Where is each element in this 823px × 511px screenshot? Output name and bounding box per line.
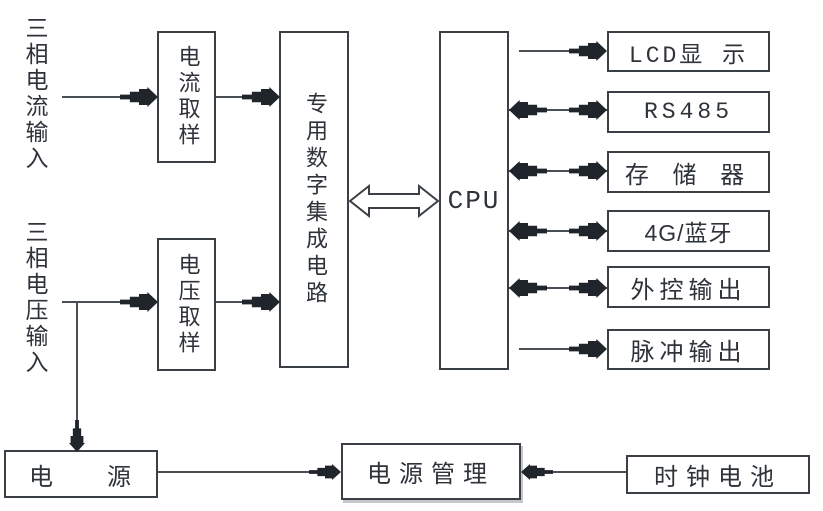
arrowhead-right-icon [242,87,280,107]
arrowhead-left-icon [509,161,547,181]
arrowhead-left-icon [509,221,547,241]
label-three-phase-current-input: 三相电流输入 [21,16,47,172]
block-rs485-label: RS485 [643,99,733,125]
block-current-sampling: 电流取样 [157,31,216,163]
block-rtc-battery: 时钟电池 [626,455,810,494]
block-current-sampling-label: 电流取样 [174,45,200,149]
arrowhead-right-icon [120,87,158,107]
block-memory: 存 储 器 [607,151,770,193]
connector-line [519,348,593,350]
arrowhead-left-icon [521,464,553,480]
arrowhead-right-icon [569,100,607,120]
connector-line [62,96,124,98]
block-memory-label: 存 储 器 [624,160,753,189]
arrowhead-down-icon [69,420,85,452]
connector-line [62,301,124,303]
connector-line [519,50,593,52]
connector-line [509,230,607,232]
block-power-supply: 电 源 [4,450,158,498]
block-rs485: RS485 [607,91,770,133]
arrowhead-right-icon [569,161,607,181]
block-lcd-display-label: LCD显 示 [628,42,749,69]
block-4g-bluetooth: 4G/蓝牙 [607,210,770,252]
block-asic-label: 专用数字集成电路 [302,91,327,308]
block-rtc-battery-label: 时钟电池 [654,463,782,491]
arrowhead-left-icon [509,278,547,298]
block-power-management-label: 电源管理 [367,460,495,488]
block-cpu-label: CPU [447,185,501,216]
arrowhead-left-icon [509,100,547,120]
arrowhead-right-icon [309,464,341,480]
block-power-management: 电源管理 [341,443,521,500]
connector-line [509,287,607,289]
bidirectional-bus-arrow-icon [348,184,440,218]
block-external-control-output: 外控输出 [607,266,770,308]
connector-line [76,303,78,429]
block-pulse-output-label: 脉冲输出 [630,338,747,366]
arrowhead-right-icon [569,278,607,298]
block-lcd-display: LCD显 示 [607,31,770,72]
block-voltage-sampling-label: 电压取样 [174,252,200,357]
arrowhead-right-icon [569,221,607,241]
block-asic: 专用数字集成电路 [279,31,349,368]
connector-line [509,170,607,172]
block-4g-bluetooth-label: 4G/蓝牙 [644,220,733,246]
block-cpu: CPU [439,31,509,370]
label-three-phase-voltage-input: 三相电压输入 [21,220,47,376]
connector-line [553,471,626,473]
block-power-supply-label: 电 源 [29,462,133,491]
connector-line [216,301,250,303]
arrowhead-right-icon [569,339,607,359]
connector-line [158,471,318,473]
connector-line [509,109,607,111]
arrowhead-right-icon [569,41,607,61]
arrowhead-right-icon [120,292,158,312]
block-voltage-sampling: 电压取样 [157,238,216,371]
arrowhead-right-icon [242,292,280,312]
connector-line [216,96,250,98]
block-pulse-output: 脉冲输出 [607,329,770,370]
block-external-control-output-label: 外控输出 [630,275,747,304]
